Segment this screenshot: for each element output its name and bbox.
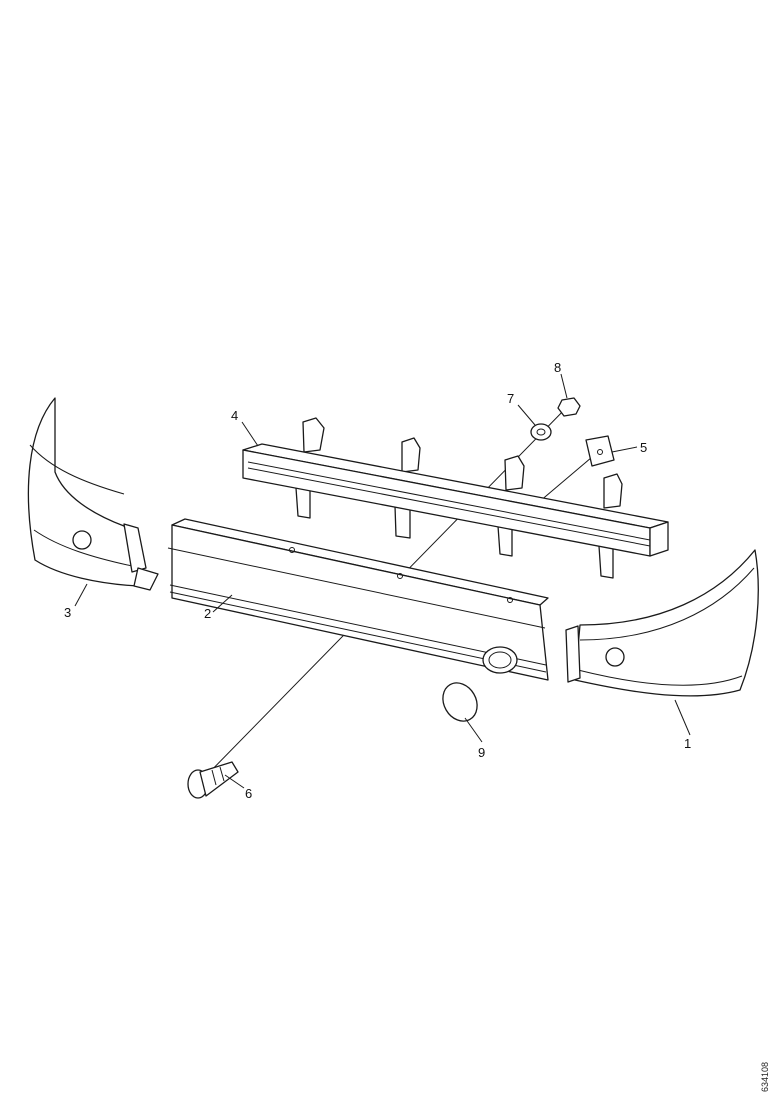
leader-1 xyxy=(674,699,691,736)
drawing-code: 634108 xyxy=(760,1062,770,1092)
leader-2 xyxy=(212,594,233,613)
callout-2: 2 xyxy=(204,606,211,621)
callout-6: 6 xyxy=(245,786,252,801)
washer xyxy=(530,423,552,441)
callout-1: 1 xyxy=(684,736,691,751)
callout-9: 9 xyxy=(478,745,485,760)
leader-7 xyxy=(517,404,536,426)
callout-7: 7 xyxy=(507,391,514,406)
bolt xyxy=(187,761,239,799)
leader-3 xyxy=(74,583,88,607)
leader-4 xyxy=(241,421,259,447)
callout-3: 3 xyxy=(64,605,71,620)
leader-8 xyxy=(560,373,568,399)
bumper-end-left xyxy=(27,397,159,591)
callout-8: 8 xyxy=(554,360,561,375)
bracket xyxy=(585,435,615,467)
bumper-center-panel xyxy=(167,518,549,681)
leader-5 xyxy=(611,446,638,453)
support-beam xyxy=(242,417,669,579)
leader-6 xyxy=(224,774,245,789)
cover-cap xyxy=(442,682,478,722)
nut xyxy=(557,397,581,417)
callout-5: 5 xyxy=(640,440,647,455)
leader-9 xyxy=(464,717,483,743)
callout-4: 4 xyxy=(231,408,238,423)
bumper-end-right xyxy=(565,549,759,697)
